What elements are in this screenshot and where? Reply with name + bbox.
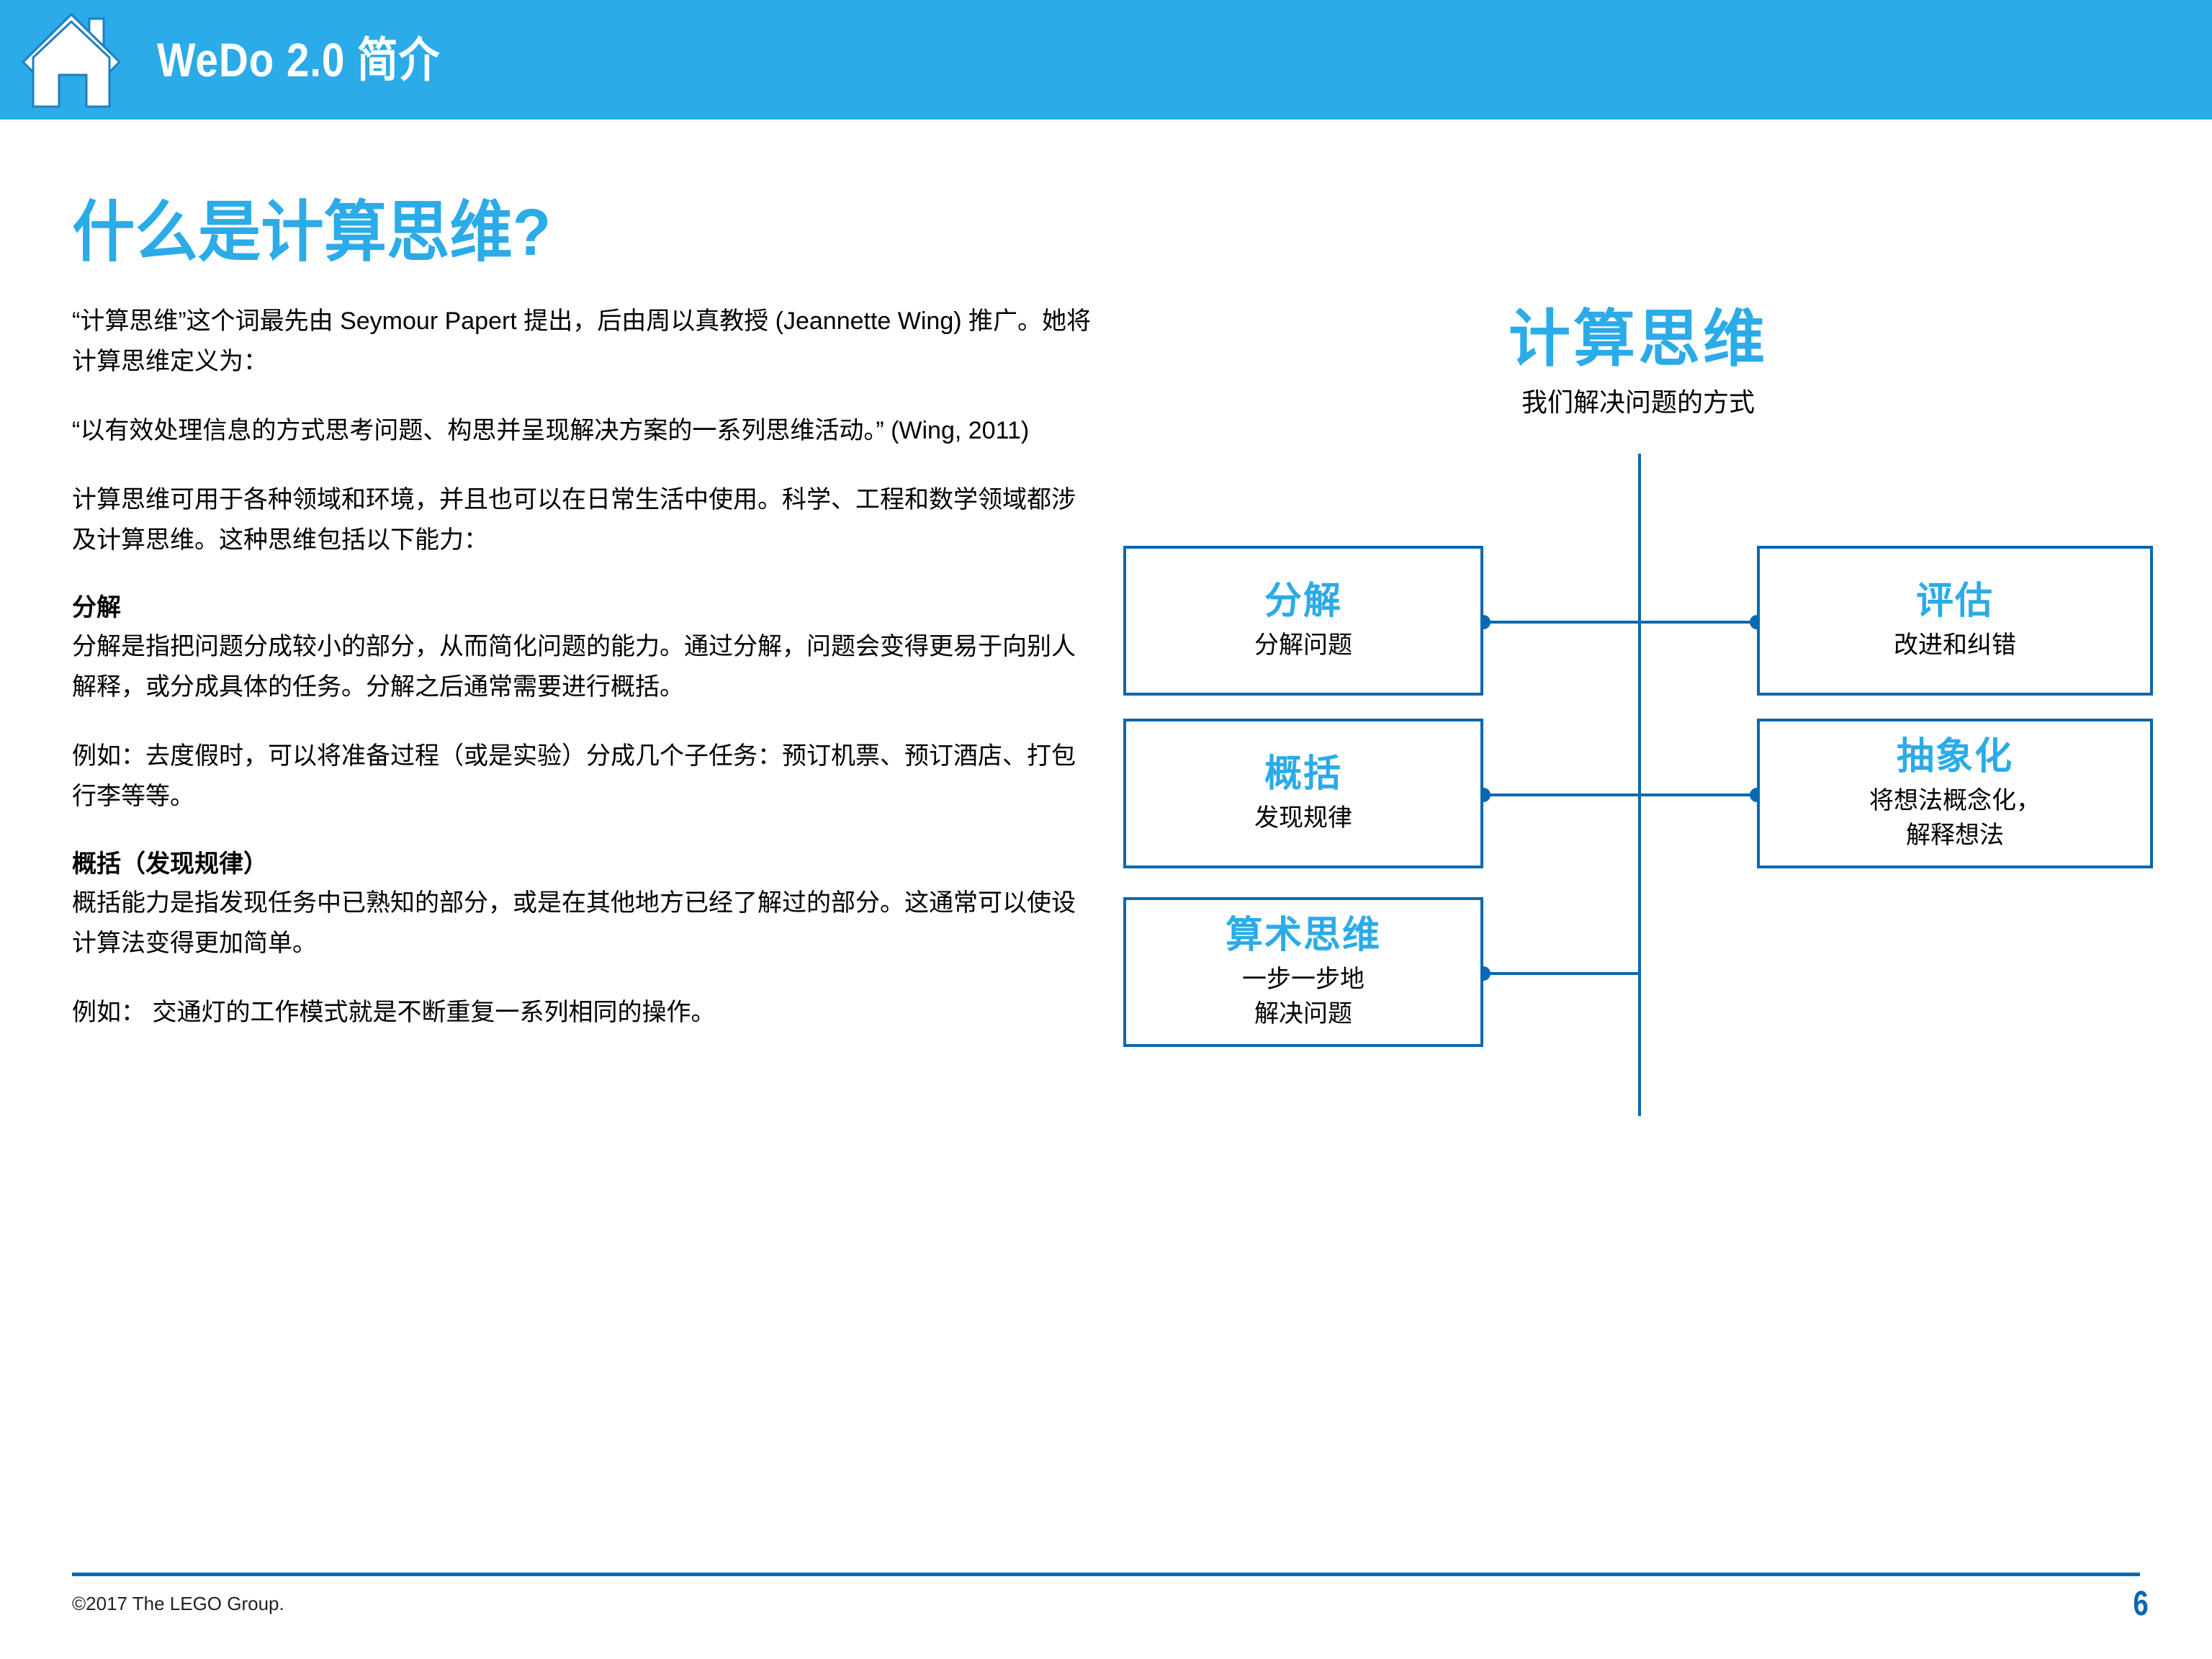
section-example-generalization: 例如： 交通灯的工作模式就是不断重复一系列相同的操作。 [72,999,716,1026]
diagram-subtitle: 我们解决问题的方式 [1521,387,1755,417]
section-body-decomposition: 分解是指把问题分成较小的部分，从而简化问题的能力。通过分解，问题会变得更易于向别… [72,633,1076,701]
home-icon [21,12,122,108]
article-column: “计算思维”这个词最先由 Seymour Papert 提出，后由周以真教授 (… [72,301,1094,1061]
node-title: 算术思维 [1225,914,1381,956]
connector-row1 [1483,621,1757,624]
section-heading-decomposition: 分解 [72,594,121,621]
diagram-node-algorithmic-thinking[interactable]: 算术思维 一步一步地解决问题 [1123,897,1483,1047]
diagram-node-evaluation[interactable]: 评估 改进和纠错 [1757,546,2153,696]
paragraph-scope: 计算思维可用于各种领域和环境，并且也可以在日常生活中使用。科学、工程和数学领域都… [72,486,1076,554]
diagram-node-generalization[interactable]: 概括 发现规律 [1123,719,1483,868]
connector-row3 [1483,972,1640,975]
node-subtitle: 改进和纠错 [1894,631,2016,659]
header-band: WeDo 2.0 简介 [0,0,2212,120]
section-body-generalization: 概括能力是指发现任务中已熟知的部分，或是在其他地方已经了解过的部分。这通常可以使… [72,889,1076,957]
section-heading-generalization: 概括（发现规律） [72,850,268,878]
diagram-spine [1638,454,1641,1116]
node-subtitle: 发现规律 [1254,804,1352,832]
node-title: 抽象化 [1896,736,2013,778]
node-subtitle: 一步一步地解决问题 [1242,966,1364,1028]
computational-thinking-diagram: 计算思维 我们解决问题的方式 分解 分解问题 概括 发现规律 算术思维 一步一步… [1123,281,2182,1130]
page-title: 什么是计算思维? [72,196,552,269]
diagram-title: 计算思维 [1509,305,1768,374]
node-subtitle: 分解问题 [1254,631,1352,659]
diagram-node-abstraction[interactable]: 抽象化 将想法概念化，解释想法 [1757,719,2153,868]
node-title: 评估 [1915,580,1994,622]
section-example-decomposition: 例如：去度假时，可以将准备过程（或是实验）分成几个子任务：预订机票、预订酒店、打… [72,742,1076,810]
node-title: 分解 [1264,580,1342,622]
footer-divider [72,1573,2140,1576]
paragraph-intro: “计算思维”这个词最先由 Seymour Papert 提出，后由周以真教授 (… [72,307,1091,375]
connector-row2 [1483,793,1757,796]
node-title: 概括 [1264,753,1342,795]
paragraph-definition: “以有效处理信息的方式思考问题、构思并呈现解决方案的一系列思维活动。” (Win… [72,417,1030,444]
page-number: 6 [2133,1585,2149,1623]
header-title: WeDo 2.0 简介 [157,33,441,86]
node-subtitle: 将想法概念化，解释想法 [1869,787,2041,849]
footer-copyright: ©2017 The LEGO Group. [72,1593,284,1614]
diagram-node-decomposition[interactable]: 分解 分解问题 [1123,546,1483,696]
